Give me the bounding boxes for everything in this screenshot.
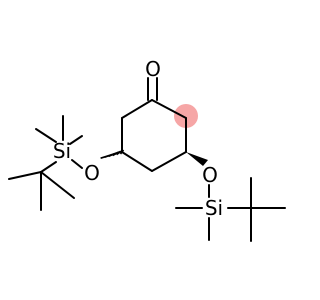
bond-tbutyl-methyl-left-3 bbox=[40, 171, 75, 199]
carbonyl-oxygen-label: O bbox=[145, 57, 161, 81]
ether-oxygen-left-label: O bbox=[84, 161, 100, 185]
ring-bond-c1-c2 bbox=[151, 99, 187, 119]
ring-bond-c3-c4 bbox=[151, 151, 187, 172]
bond-tbutyl-methyl-left-2 bbox=[8, 171, 42, 180]
ring-bond-c4-c5 bbox=[121, 151, 153, 172]
highlighted-atom bbox=[174, 104, 198, 128]
bond-o-si-left bbox=[71, 159, 83, 169]
silicon-left-label: Si bbox=[53, 139, 71, 163]
ring-bond-c6-c1 bbox=[121, 99, 153, 119]
molecule-diagram: O O O Si Si bbox=[8, 57, 286, 242]
bond-si-methyl-left-3 bbox=[69, 135, 83, 145]
silicon-right-label: Si bbox=[205, 196, 223, 220]
bond-si-tbutyl-left bbox=[40, 161, 57, 173]
structure-canvas: O O O Si Si bbox=[8, 57, 286, 242]
ether-oxygen-right-label: O bbox=[202, 163, 218, 187]
hashed-wedge-bond-left bbox=[100, 149, 125, 159]
bond-si-methyl-left-1 bbox=[35, 128, 57, 143]
wedge-bond-right bbox=[186, 152, 208, 166]
